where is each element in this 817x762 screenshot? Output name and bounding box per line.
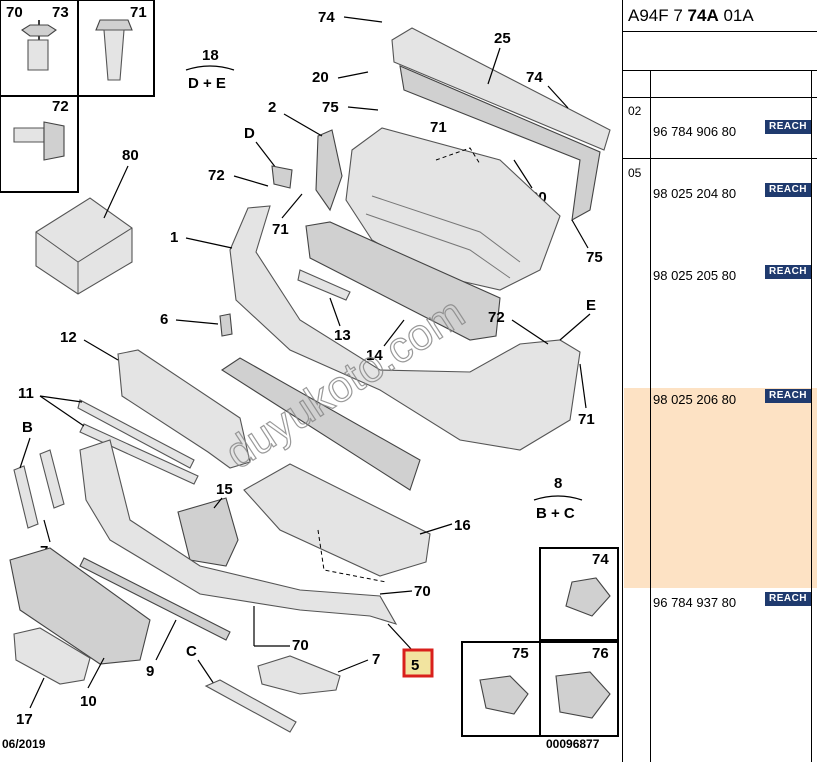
callout-D[interactable]: D bbox=[244, 125, 255, 142]
callout-75[interactable]: 75 bbox=[586, 249, 603, 266]
callout-18-variant: D + E bbox=[188, 75, 226, 92]
callout-12[interactable]: 12 bbox=[60, 329, 77, 346]
callout-9[interactable]: 9 bbox=[146, 663, 154, 680]
row-highlight bbox=[624, 388, 817, 588]
part-10-mesh-grille[interactable] bbox=[9, 547, 151, 665]
reach-badge: REACH bbox=[765, 592, 811, 606]
row-index: 05 bbox=[628, 166, 642, 180]
callout-B[interactable]: B bbox=[22, 419, 33, 436]
callout-70[interactable]: 70 bbox=[6, 4, 23, 21]
callout-72[interactable]: 72 bbox=[52, 98, 69, 115]
callout-17[interactable]: 17 bbox=[16, 711, 33, 728]
part-number[interactable]: 98 025 205 80 bbox=[653, 268, 737, 283]
callout-C[interactable]: C bbox=[186, 643, 197, 660]
selected-part-5-box[interactable] bbox=[402, 648, 434, 678]
callout-25[interactable]: 25 bbox=[494, 30, 511, 47]
diagram-code: 00096877 bbox=[546, 737, 600, 751]
bracket-D[interactable] bbox=[271, 165, 293, 189]
reach-badge: REACH bbox=[765, 183, 811, 197]
part-1-front-bumper[interactable] bbox=[229, 205, 581, 451]
column-divider bbox=[811, 70, 812, 762]
row-index: 02 bbox=[628, 104, 642, 118]
part-7-trim[interactable] bbox=[257, 655, 341, 695]
callout-76[interactable]: 76 bbox=[592, 645, 609, 662]
part-9-lower-skirt[interactable] bbox=[79, 439, 398, 625]
callout-72[interactable]: 72 bbox=[488, 309, 505, 326]
callout-71[interactable]: 71 bbox=[130, 4, 147, 21]
part-C-strip[interactable] bbox=[204, 679, 297, 733]
lower-grille[interactable] bbox=[220, 357, 421, 491]
callout-11[interactable]: 11 bbox=[18, 385, 34, 402]
parts-list-panel: A94F 7 74A 01A 02 96 784 906 80 REACH 05… bbox=[622, 0, 817, 762]
callout-72[interactable]: 72 bbox=[208, 167, 225, 184]
reach-badge: REACH bbox=[765, 265, 811, 279]
callout-7[interactable]: 7 bbox=[372, 651, 380, 668]
callout-70[interactable]: 70 bbox=[414, 583, 431, 600]
reach-badge: REACH bbox=[765, 389, 811, 403]
callout-5[interactable]: 5 bbox=[411, 657, 419, 674]
callout-14[interactable]: 14 bbox=[366, 347, 383, 364]
callout-2[interactable]: 2 bbox=[268, 99, 276, 116]
part-number[interactable]: 96 784 906 80 bbox=[653, 124, 737, 139]
part-number[interactable]: 96 784 937 80 bbox=[653, 595, 737, 610]
callout-13[interactable]: 13 bbox=[334, 327, 351, 344]
callout-74[interactable]: 74 bbox=[526, 69, 543, 86]
diagram-reference: A94F 7 74A 01A bbox=[623, 0, 817, 32]
fastener-box-74-75-76[interactable] bbox=[461, 547, 619, 737]
part-6-clip[interactable] bbox=[219, 313, 233, 337]
part-number[interactable]: 98 025 204 80 bbox=[653, 186, 737, 201]
part-B-strip[interactable] bbox=[13, 465, 39, 529]
callout-8[interactable]: 8 bbox=[554, 475, 562, 492]
part-14-absorber[interactable] bbox=[305, 221, 501, 341]
callout-18[interactable]: 18 bbox=[202, 47, 219, 64]
callout-15[interactable]: 15 bbox=[216, 481, 233, 498]
part-80-clip-kit[interactable] bbox=[35, 197, 133, 295]
reach-badge: REACH bbox=[765, 120, 811, 134]
callout-73[interactable]: 73 bbox=[52, 4, 69, 21]
ref-bold: 74A bbox=[687, 6, 719, 25]
callout-70[interactable]: 70 bbox=[292, 637, 309, 654]
callout-6[interactable]: 6 bbox=[160, 311, 168, 328]
callout-71[interactable]: 71 bbox=[272, 221, 289, 238]
diagram-date: 06/2019 bbox=[2, 737, 46, 751]
part-16-undertray[interactable] bbox=[243, 463, 431, 577]
part-13-trim[interactable] bbox=[297, 269, 351, 301]
parts-diagram: 70 73 71 72 80 18 D + E 25 74 74 20 20 7… bbox=[0, 0, 619, 751]
part-12-grille-frame[interactable] bbox=[117, 349, 251, 469]
callout-10[interactable]: 10 bbox=[80, 693, 97, 710]
callout-74[interactable]: 74 bbox=[318, 9, 335, 26]
upper-grille[interactable] bbox=[345, 127, 561, 291]
part-2-bracket[interactable] bbox=[315, 129, 343, 212]
callout-1[interactable]: 1 bbox=[170, 229, 178, 246]
part-15-bracket[interactable] bbox=[177, 497, 239, 567]
row-divider bbox=[623, 158, 817, 159]
callout-75[interactable]: 75 bbox=[512, 645, 529, 662]
part-number-selected[interactable]: 98 025 206 80 bbox=[653, 392, 737, 407]
callout-E[interactable]: E bbox=[586, 297, 596, 314]
table-header bbox=[623, 70, 817, 98]
ref-suffix: 01A bbox=[718, 6, 754, 25]
part-17-plate[interactable] bbox=[13, 627, 91, 685]
callout-80[interactable]: 80 bbox=[122, 147, 139, 164]
fastener-box-70-73[interactable] bbox=[0, 0, 155, 193]
callout-74[interactable]: 74 bbox=[592, 551, 609, 568]
callout-16[interactable]: 16 bbox=[454, 517, 471, 534]
callout-71[interactable]: 71 bbox=[430, 119, 447, 136]
part-11-trim[interactable] bbox=[77, 399, 195, 469]
ref-prefix: A94F 7 bbox=[628, 6, 688, 25]
column-divider bbox=[650, 70, 651, 762]
callout-20[interactable]: 20 bbox=[312, 69, 329, 86]
callout-75[interactable]: 75 bbox=[322, 99, 339, 116]
callout-71[interactable]: 71 bbox=[578, 411, 595, 428]
callout-8-variant: B + C bbox=[536, 505, 575, 522]
